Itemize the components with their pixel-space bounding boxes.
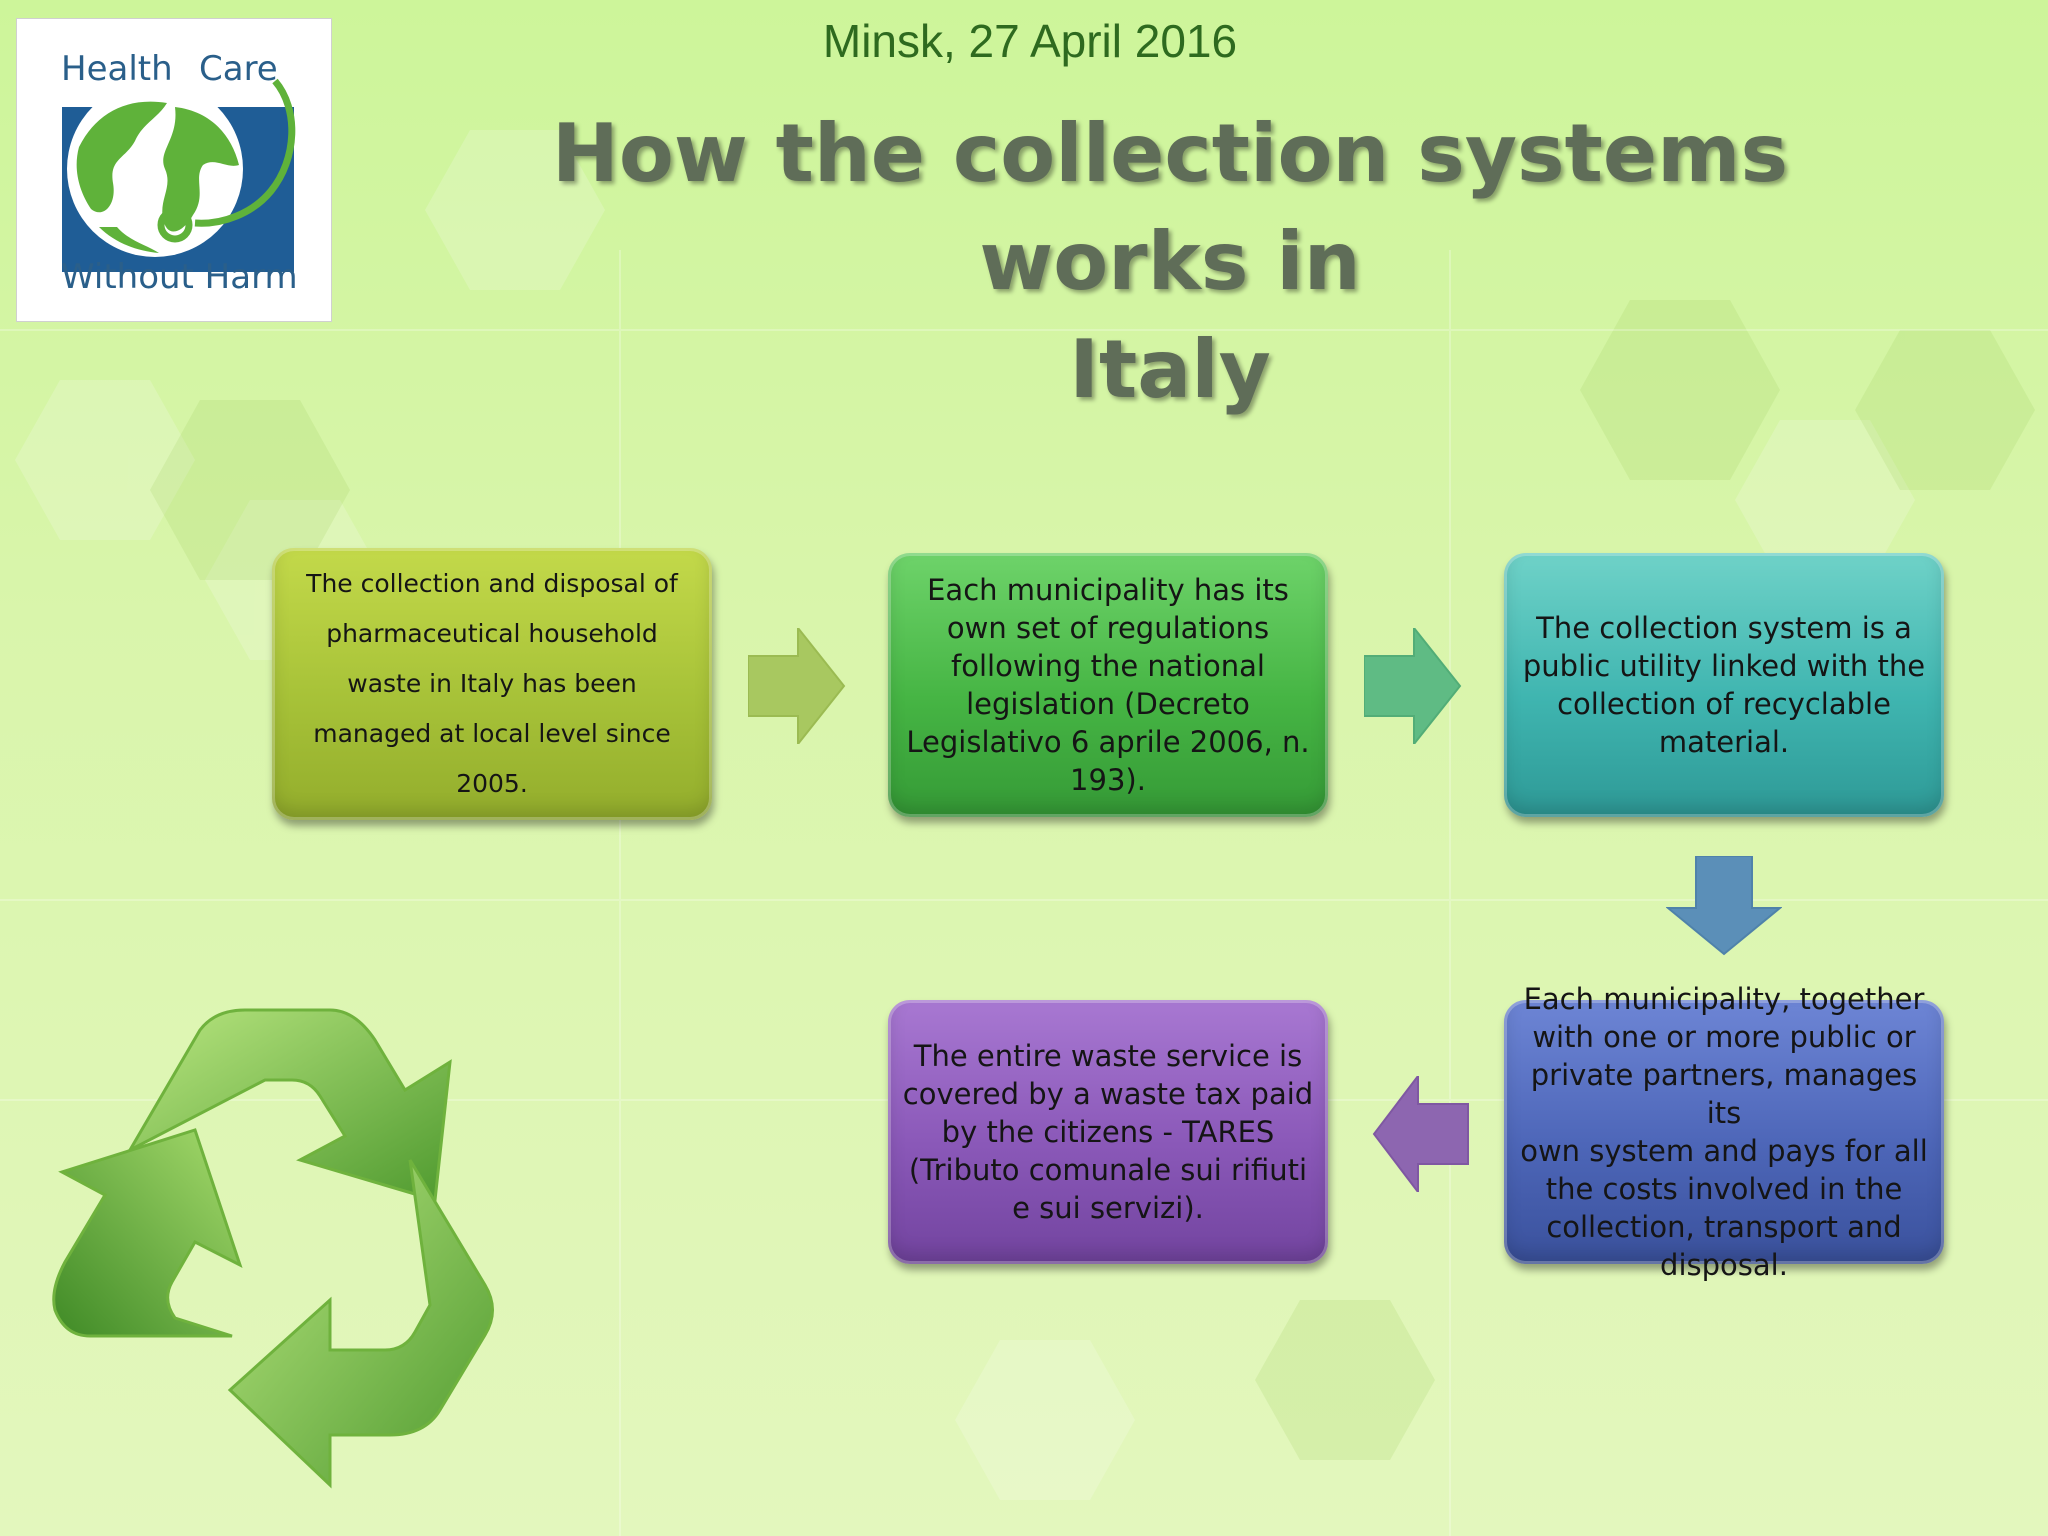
arrow-right-icon bbox=[1364, 628, 1462, 744]
logo-text-care: Care bbox=[199, 49, 278, 89]
step-1-line: waste in Italy has been bbox=[347, 669, 637, 698]
step-3-line: material. bbox=[1658, 725, 1790, 759]
slide-title-line1: How the collection systems works in bbox=[551, 107, 1789, 308]
step-2-line: Legislativo 6 aprile 2006, n. bbox=[906, 725, 1310, 759]
flow-step-2: Each municipality has its own set of reg… bbox=[888, 553, 1328, 817]
step-5-line: covered by a waste tax paid bbox=[902, 1077, 1314, 1111]
step-3-line: The collection system is a bbox=[1536, 611, 1912, 645]
flow-step-3: The collection system is a public utilit… bbox=[1504, 553, 1944, 817]
stethoscope-icon bbox=[157, 78, 296, 243]
step-1-line: pharmaceutical household bbox=[326, 619, 658, 648]
arrow-right-icon bbox=[748, 628, 846, 744]
arrow-left-icon bbox=[1372, 1076, 1469, 1192]
logo-text-without-harm: Without Harm bbox=[61, 257, 298, 297]
slide-title-line2: Italy bbox=[1069, 323, 1271, 416]
step-5-line: by the citizens - TARES bbox=[941, 1115, 1275, 1149]
step-2-line: 193). bbox=[1070, 763, 1146, 797]
globe-icon bbox=[67, 81, 243, 257]
step-1-line: 2005. bbox=[456, 769, 528, 798]
step-4-line: Each municipality, together bbox=[1523, 982, 1925, 1016]
logo-health-care-without-harm: Health Care Without Harm bbox=[16, 18, 332, 322]
step-2-line: own set of regulations bbox=[946, 611, 1270, 645]
step-2-line: following the national bbox=[951, 649, 1265, 683]
step-4-line: with one or more public or bbox=[1532, 1020, 1916, 1054]
arrow-down-icon bbox=[1666, 856, 1782, 956]
step-4-line: the costs involved in the bbox=[1545, 1172, 1903, 1206]
step-3-line: collection of recyclable bbox=[1557, 687, 1891, 721]
step-2-line: legislation (Decreto bbox=[966, 687, 1250, 721]
step-4-line: private partners, manages its bbox=[1530, 1058, 1918, 1130]
step-5-line: (Tributo comunale sui rifiuti bbox=[908, 1153, 1308, 1187]
flow-step-5: The entire waste service is covered by a… bbox=[888, 1000, 1328, 1264]
flow-step-1: The collection and disposal of pharmaceu… bbox=[272, 548, 712, 820]
step-3-line: public utility linked with the bbox=[1522, 649, 1926, 683]
step-5-line: The entire waste service is bbox=[913, 1039, 1303, 1073]
date-location: Minsk, 27 April 2016 bbox=[822, 15, 1238, 67]
flow-step-4: Each municipality, together with one or … bbox=[1504, 982, 1944, 1282]
step-2-line: Each municipality has its bbox=[927, 573, 1289, 607]
recycle-icon bbox=[52, 1008, 494, 1489]
step-1-line: managed at local level since bbox=[313, 719, 671, 748]
slide-title: How the collection systems works in Ital… bbox=[440, 100, 1900, 424]
step-1-line: The collection and disposal of bbox=[306, 569, 678, 598]
step-4-line: disposal. bbox=[1660, 1248, 1788, 1282]
step-4-line: own system and pays for all bbox=[1520, 1134, 1928, 1168]
step-4-line: collection, transport and bbox=[1546, 1210, 1902, 1244]
step-5-line: e sui servizi). bbox=[1012, 1191, 1204, 1225]
logo-text-health: Health bbox=[61, 49, 173, 89]
